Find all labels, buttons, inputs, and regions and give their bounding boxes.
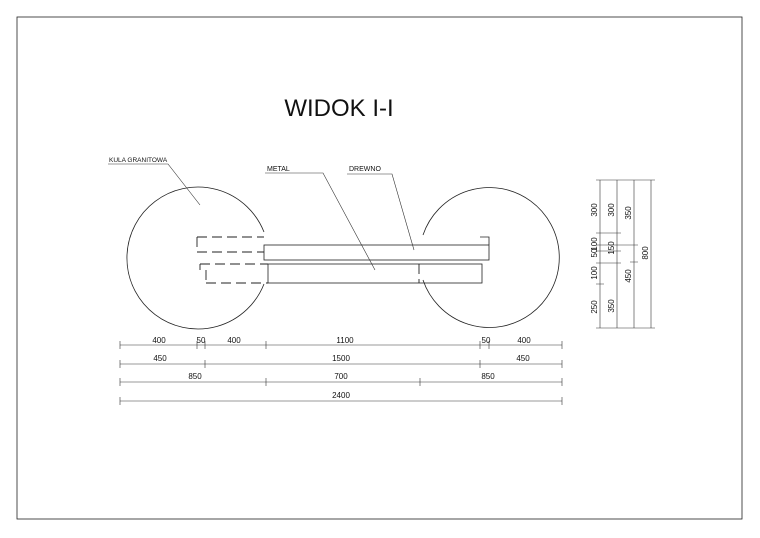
vdim-c2-mid: 150: [607, 241, 616, 255]
wood-leader: [347, 173, 415, 251]
dim-right-sphere: 850: [481, 372, 495, 381]
vdim-c1-bottom: 250: [590, 300, 599, 314]
hidden-metal-insert-mid: [199, 263, 268, 270]
dim-left-sphere: 850: [188, 372, 202, 381]
dim-right-gap: 50: [482, 336, 491, 345]
dimension-row-4: 2400: [119, 391, 563, 405]
drawing-title: WIDOK I-I: [284, 95, 393, 122]
vdim-c1-a: 100: [590, 237, 599, 251]
right-granite-sphere: [422, 187, 560, 328]
dim-clear-span: 700: [334, 372, 348, 381]
vdim-c1-top: 300: [590, 203, 599, 217]
dim-right-offset: 450: [516, 354, 530, 363]
dim-left-offset: 450: [153, 354, 167, 363]
dim-metal-span: 1100: [336, 336, 354, 345]
dimension-row-2: 450 1500 450: [119, 354, 563, 368]
vertical-dims: [596, 179, 655, 329]
vdim-total-height: 800: [641, 246, 650, 260]
vdim-c1-c: 100: [590, 266, 599, 280]
dim-right-sphere-part: 400: [517, 336, 531, 345]
metal-leader: [265, 172, 376, 271]
dim-left-gap: 50: [197, 336, 206, 345]
dim-left-insert: 400: [227, 336, 241, 345]
vdim-c1-b: 50: [590, 248, 599, 257]
wooden-plank: [267, 263, 483, 284]
granite-leader: [108, 163, 201, 206]
hidden-metal-insert-top: [196, 236, 264, 253]
vdim-c2-top: 300: [607, 203, 616, 217]
vdim-c2-bottom: 350: [607, 299, 616, 313]
left-granite-sphere: [126, 186, 265, 330]
drawing-frame: [16, 16, 743, 520]
right-insert-top: [480, 236, 490, 245]
vdim-c3-bottom: 450: [624, 269, 633, 283]
label-wood: DREWNO: [349, 166, 381, 173]
dim-middle-span: 1500: [332, 354, 350, 363]
vdim-c3-top: 350: [624, 206, 633, 220]
dim-total-length: 2400: [332, 391, 350, 400]
hidden-wood-insert: [205, 270, 268, 284]
dimension-row-1: 400 50 400 1100 50 400: [119, 336, 563, 349]
label-metal: METAL: [267, 166, 290, 173]
label-granite: KULA GRANITOWA: [109, 157, 168, 164]
dimension-row-3: 850 700 850: [119, 372, 563, 386]
dim-left-sphere-part: 400: [152, 336, 166, 345]
metal-bar: [263, 244, 490, 261]
